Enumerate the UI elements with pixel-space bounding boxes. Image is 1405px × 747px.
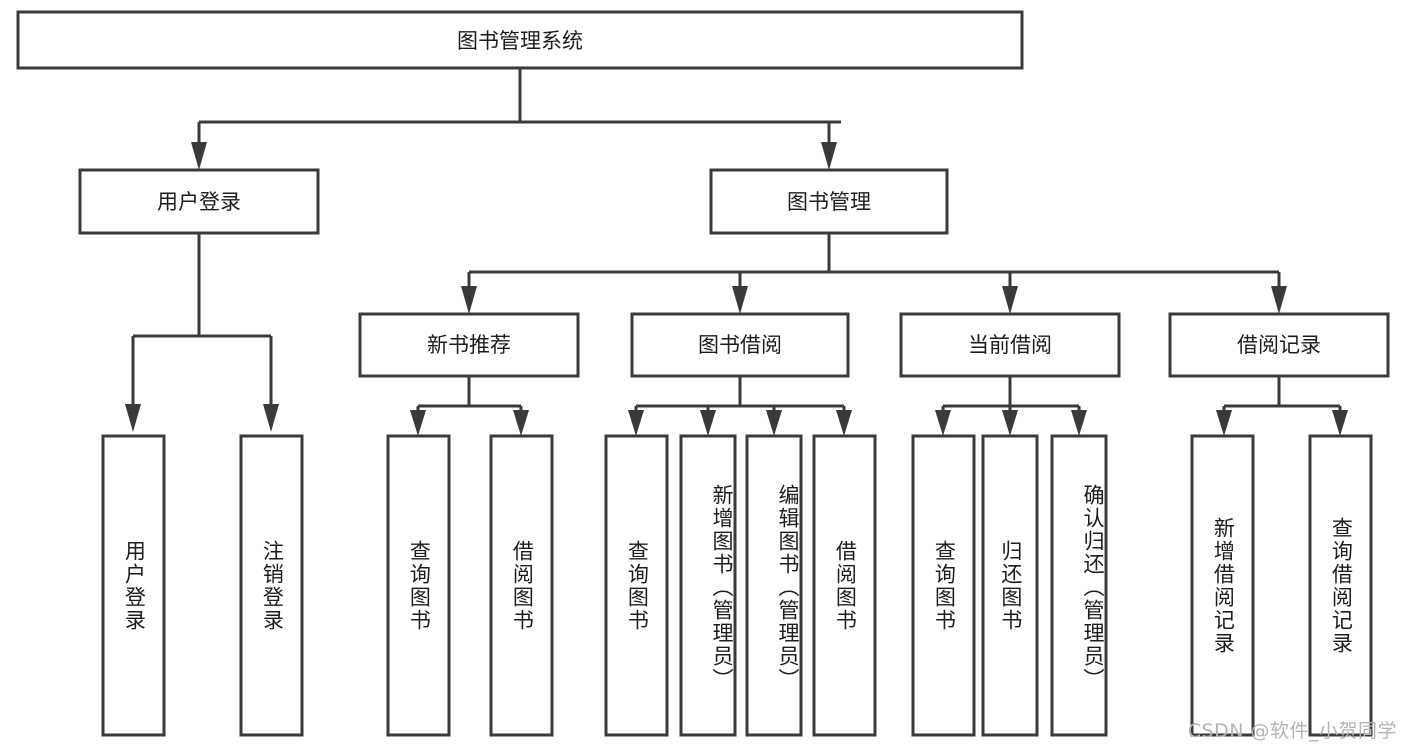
leaf-box-borrow-record-1[interactable]: [1190, 434, 1255, 737]
arrowhead-leaf-borrowrecord-1: [1216, 410, 1232, 436]
leaf-box-borrow-record-2[interactable]: [1308, 434, 1373, 737]
arrowhead-leaf-bookborrow-3: [766, 410, 782, 436]
node-user-login-label: 用户登录: [157, 190, 241, 214]
leaf-box-book-borrow-1[interactable]: [604, 434, 669, 737]
leaf-box-user-login-1[interactable]: [101, 434, 166, 737]
node-current-borrow-label: 当前借阅: [968, 333, 1052, 357]
node-book-borrow-box[interactable]: [630, 312, 850, 378]
arrowhead-leaf-currentborrow-2: [1002, 410, 1018, 436]
arrowhead-leaf-currentborrow-3: [1071, 410, 1087, 436]
leaf-box-current-borrow-3[interactable]: [1050, 434, 1108, 737]
connectors: [125, 68, 1348, 436]
arrowhead-leaf-newbook-1: [410, 410, 426, 436]
node-book-borrow-label: 图书借阅: [698, 333, 782, 357]
leaf-box-current-borrow-2[interactable]: [981, 434, 1039, 737]
arrowhead-leaf-borrowrecord-2: [1332, 410, 1348, 436]
leaf-box-book-borrow-2[interactable]: [679, 434, 737, 737]
node-new-book-recommend-box[interactable]: [358, 312, 580, 378]
leaf-box-new-book-2[interactable]: [489, 434, 554, 737]
leaf-box-user-login-2[interactable]: [239, 434, 304, 737]
node-labels-horizontal: 图书管理系统 用户登录 图书管理 新书推荐 图书借阅 当前借阅 借阅记录: [157, 29, 1321, 357]
leaf-box-new-book-1[interactable]: [386, 434, 451, 737]
arrowhead-book-borrow: [732, 286, 748, 314]
node-borrow-record-box[interactable]: [1168, 312, 1390, 378]
arrowhead-book-mgmt: [821, 142, 837, 170]
node-root-box[interactable]: [16, 10, 1024, 70]
node-new-book-recommend-label: 新书推荐: [427, 333, 511, 357]
arrowhead-borrow-record: [1271, 286, 1287, 314]
arrowhead-leaf-user-login-1: [125, 404, 141, 432]
arrowhead-leaf-bookborrow-4: [836, 410, 852, 436]
leaf-box-book-borrow-4[interactable]: [812, 434, 877, 737]
arrowhead-user-login: [191, 142, 207, 170]
node-borrow-record-label: 借阅记录: [1237, 333, 1321, 357]
arrowhead-current-borrow: [1002, 286, 1018, 314]
arrowhead-leaf-newbook-2: [513, 410, 529, 436]
node-book-management-box[interactable]: [709, 168, 949, 235]
node-book-management-label: 图书管理: [787, 190, 871, 214]
node-boxes: [16, 10, 1390, 737]
node-current-borrow-box[interactable]: [899, 312, 1121, 378]
arrowhead-leaf-user-login-2: [263, 404, 279, 432]
arrowhead-new-book-recommend: [461, 286, 477, 314]
arrowhead-leaf-bookborrow-2: [700, 410, 716, 436]
leaf-box-current-borrow-1[interactable]: [911, 434, 976, 737]
arrowhead-leaf-bookborrow-1: [628, 410, 644, 436]
node-root-label: 图书管理系统: [457, 29, 583, 53]
node-user-login-box[interactable]: [78, 168, 320, 235]
watermark-text: CSDN @软件_小贺同学: [1187, 720, 1397, 742]
arrowhead-leaf-currentborrow-1: [935, 410, 951, 436]
leaf-box-book-borrow-3[interactable]: [745, 434, 803, 737]
